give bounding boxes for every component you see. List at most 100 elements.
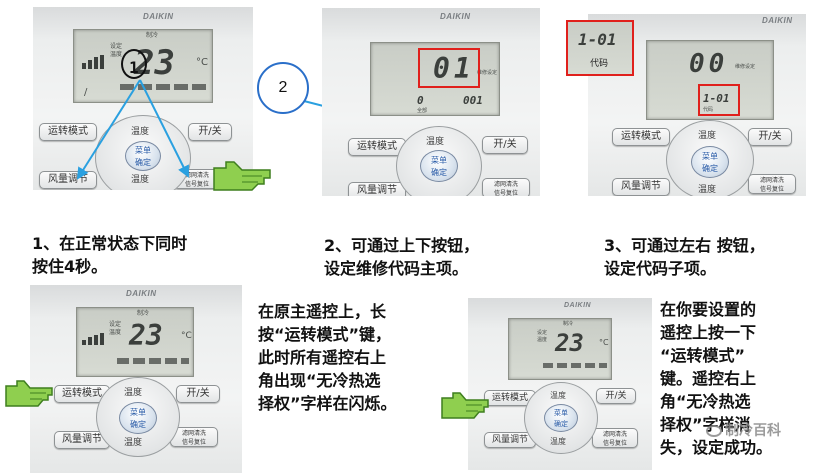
- temp-up-label[interactable]: 温度: [131, 127, 150, 137]
- menu-label: 菜单: [431, 156, 447, 165]
- fan-speed-icon: [80, 54, 106, 69]
- reset-button[interactable]: 滤网清洗 信号复位: [748, 174, 796, 194]
- step-2-label: 2: [278, 79, 288, 96]
- ok-label: 确定: [554, 420, 568, 428]
- temp-up-label[interactable]: 温度: [698, 131, 717, 141]
- mode-button[interactable]: 运转模式: [612, 128, 670, 146]
- lcd-main-code: 00: [689, 49, 729, 79]
- caption-3-line-2: 设定代码子项。: [604, 259, 717, 278]
- zoom-code-label: 代码: [590, 59, 609, 69]
- instruction-note-1: 在原主遥控上，长 按“运转模式”键， 此时所有遥控右上 角出现“无冷热选 择权”…: [258, 300, 397, 415]
- lcd-mode-text: 制冷: [137, 310, 150, 317]
- lcd-unit: °C: [181, 331, 192, 341]
- ok-label: 确定: [431, 168, 447, 177]
- lcd-main-code: 01: [433, 52, 475, 85]
- note-1-line-3: 此时所有遥控右上: [258, 348, 387, 367]
- lcd-set-label: 设定: [110, 43, 123, 50]
- temp-up-label[interactable]: 温度: [550, 391, 566, 400]
- onoff-button[interactable]: 开/关: [176, 385, 220, 403]
- temp-down-label[interactable]: 温度: [550, 437, 566, 446]
- instruction-note-2: 在你要设置的 遥控上按一下 “运转模式” 键。遥控右上 角“无冷热选 择权”字样…: [660, 298, 772, 459]
- lcd-unit: °C: [196, 57, 208, 68]
- caption-2-line-2: 设定维修代码主项。: [324, 259, 469, 278]
- onoff-button[interactable]: 开/关: [596, 388, 636, 404]
- caption-3-line-1: 3、可通过左右 按钮，: [604, 236, 765, 255]
- reset-button[interactable]: 滤网清洗 信号复位: [482, 178, 530, 196]
- lcd-temp-label: 温度: [537, 337, 548, 343]
- fan-button[interactable]: 风量调节: [612, 178, 670, 196]
- note-2-line-7: 失，设定成功。: [660, 438, 773, 457]
- lcd-sub-code: 1-01: [703, 92, 730, 105]
- lcd-set-label: 设定: [537, 330, 548, 336]
- caption-2-line-1: 2、可通过上下按钮，: [324, 236, 480, 255]
- lcd-temperature: 23: [555, 329, 584, 357]
- zoom-code: 1-01: [578, 30, 617, 49]
- fan-button[interactable]: 风量调节: [348, 182, 406, 196]
- brand-logo: DAIKIN: [762, 16, 793, 25]
- lcd-service-label: 维修设定: [735, 64, 756, 70]
- lcd-mode-text: 制冷: [563, 321, 574, 327]
- highlight-box: [698, 84, 740, 116]
- step-2-circle: 2: [257, 62, 309, 114]
- reset-button[interactable]: 滤网清洗 信号复位: [170, 427, 218, 447]
- note-1-line-1: 在原主遥控上，长: [258, 302, 387, 321]
- mode-button[interactable]: 运转模式: [39, 123, 97, 141]
- mode-button[interactable]: 运转模式: [54, 385, 110, 403]
- reset-label-1: 滤网清洗: [759, 177, 784, 184]
- mode-button[interactable]: 运转模式: [348, 138, 406, 156]
- menu-ok-button[interactable]: 菜单 确定: [119, 402, 157, 434]
- menu-ok-button[interactable]: 菜单 确定: [420, 150, 458, 182]
- watermark-text: 制冷百科: [706, 420, 781, 440]
- watermark-label: 制冷百科: [725, 423, 781, 439]
- reset-label-1: 滤网清洗: [184, 172, 209, 179]
- lcd-sub-mark: /: [84, 87, 88, 98]
- ok-label: 确定: [130, 420, 146, 429]
- wechat-icon: [706, 425, 722, 437]
- pointing-hand-icon: [212, 160, 272, 200]
- lcd-all-label: 全部: [417, 108, 428, 114]
- temp-down-label[interactable]: 温度: [698, 185, 717, 195]
- note-2-line-3: “运转模式”: [660, 346, 746, 365]
- reset-label-1: 滤网清洗: [181, 430, 206, 437]
- temp-down-label[interactable]: 温度: [131, 175, 150, 185]
- menu-ok-button[interactable]: 菜单 确定: [691, 146, 729, 178]
- fan-button[interactable]: 风量调节: [39, 171, 97, 189]
- reset-label-2: 信号复位: [181, 439, 206, 446]
- menu-label: 菜单: [702, 152, 718, 161]
- caption-step-1: 1、在正常状态下同时 按住4秒。: [32, 232, 187, 278]
- remote-panel-4: DAIKIN 制冷 设定 温度 23 °C 运转模式 开/关 风量调节 滤网清洗…: [30, 285, 242, 473]
- lcd-set-label: 设定: [109, 321, 122, 328]
- note-2-line-6: 择权”字样消: [660, 415, 751, 434]
- temp-up-label[interactable]: 温度: [124, 388, 143, 398]
- step-number-overlay: 1: [129, 58, 139, 77]
- menu-label: 菜单: [554, 409, 568, 417]
- pointing-hand-icon: [440, 390, 490, 426]
- ok-label: 确定: [135, 158, 151, 167]
- remote-panel-5: DAIKIN 制冷 设定 温度 23 °C 运转模式 开/关 风量调节 滤网清洗…: [468, 298, 652, 470]
- lcd-screen: 制冷 设定 温度 23 °C: [508, 318, 612, 380]
- menu-label: 菜单: [135, 146, 151, 155]
- reset-label-1: 滤网清洗: [602, 431, 627, 438]
- lcd-sub-left: 0: [417, 94, 424, 107]
- reset-label-2: 信号复位: [759, 186, 784, 193]
- temp-up-label[interactable]: 温度: [426, 137, 445, 147]
- pointing-hand-icon: [4, 378, 54, 414]
- highlight-box: [418, 48, 480, 88]
- reset-label-2: 信号复位: [184, 181, 209, 188]
- lcd-mode-text: 制冷: [146, 32, 159, 39]
- lcd-status-bars: [543, 363, 607, 368]
- fan-speed-icon: [81, 330, 105, 345]
- onoff-button[interactable]: 开/关: [482, 136, 528, 154]
- lcd-unit: °C: [599, 338, 609, 347]
- caption-1-line-2: 按住4秒。: [32, 257, 108, 276]
- menu-ok-button[interactable]: 菜单 确定: [544, 404, 578, 432]
- onoff-button[interactable]: 开/关: [188, 123, 232, 141]
- onoff-button[interactable]: 开/关: [748, 128, 792, 146]
- brand-logo: DAIKIN: [440, 12, 471, 21]
- temp-down-label[interactable]: 温度: [124, 438, 143, 448]
- reset-button[interactable]: 滤网清洗 信号复位: [592, 428, 638, 448]
- lcd-service-label: 维修设定: [477, 70, 498, 76]
- menu-label: 菜单: [130, 408, 146, 417]
- lcd-sub-value: 001: [463, 94, 483, 107]
- menu-ok-button[interactable]: 菜单 确定: [125, 141, 161, 171]
